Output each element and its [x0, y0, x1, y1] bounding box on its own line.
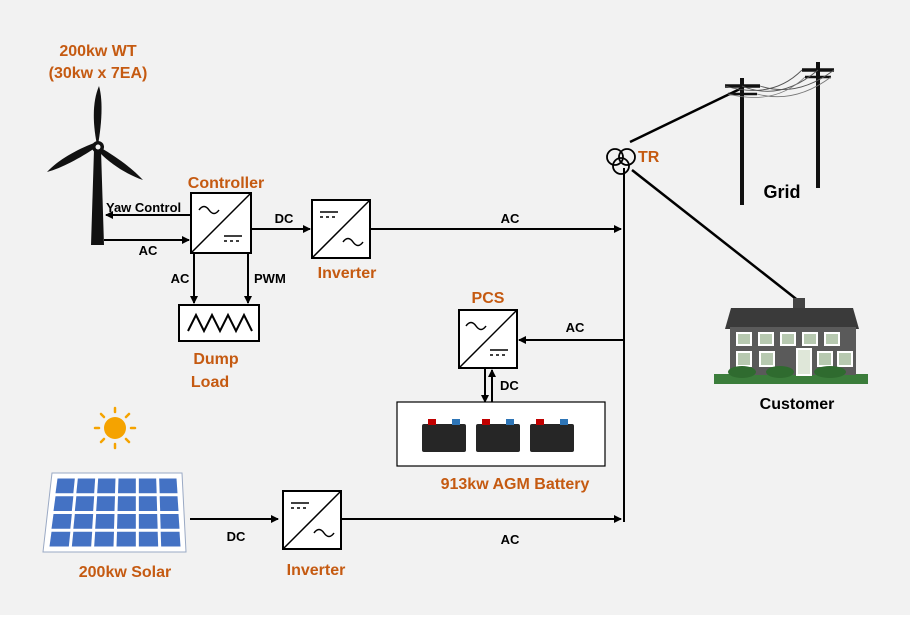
ac-inverter-top-bus-label: AC: [501, 211, 520, 226]
solar-cell: [160, 514, 180, 529]
dc-pcs-battery-label: DC: [500, 378, 519, 393]
solar-cell: [138, 478, 157, 494]
transformer-icon: [606, 148, 636, 175]
dump-load-label-line1: Dump: [193, 351, 239, 368]
solar-label: 200kw Solar: [79, 564, 172, 581]
tr-grid-line: [629, 86, 743, 144]
customer-label: Customer: [760, 396, 835, 413]
solar-cell: [138, 514, 158, 529]
solar-cell: [53, 496, 74, 511]
ac-inverter-bottom-bus-label: AC: [501, 532, 520, 547]
pcs-label: PCS: [472, 290, 505, 307]
wt-title: 200kw WT: [59, 43, 137, 60]
solar-cell: [95, 514, 115, 529]
inverter-top-block: [311, 199, 371, 259]
solar-cell: [76, 478, 96, 494]
tr-label: TR: [638, 149, 660, 166]
utility-pole-icon: [724, 62, 835, 205]
ac-controller-dump-label: AC: [171, 271, 190, 286]
controller-label: Controller: [188, 175, 264, 192]
solar-cell: [55, 478, 75, 494]
solar-cell: [138, 531, 159, 547]
wind-turbine-icon: [47, 86, 143, 245]
solar-cell: [117, 496, 136, 511]
inverter-top-label: Inverter: [318, 265, 377, 282]
solar-cell: [96, 496, 115, 511]
solar-cell: [71, 531, 93, 547]
solar-panel-icon: [42, 472, 187, 553]
battery-label: 913kw AGM Battery: [441, 476, 590, 493]
grid-label: Grid: [763, 182, 800, 202]
solar-cell: [159, 496, 179, 511]
solar-cell: [51, 514, 72, 529]
sun-icon: [93, 406, 137, 450]
controller-block: [190, 192, 252, 254]
solar-cell: [116, 531, 136, 547]
solar-cell: [97, 478, 116, 494]
wt-subtitle: (30kw x 7EA): [49, 65, 148, 82]
solar-cell: [73, 514, 94, 529]
dc-controller-inverter-label: DC: [275, 211, 294, 226]
yaw-control-label: Yaw Control: [106, 200, 181, 215]
solar-cell: [49, 531, 71, 547]
solar-cell: [117, 514, 136, 529]
pwm-label: PWM: [254, 271, 286, 286]
ac-wt-controller-label: AC: [139, 243, 158, 258]
solar-cell: [138, 496, 158, 511]
inverter-bottom-label: Inverter: [287, 562, 346, 579]
house-icon: [714, 298, 868, 384]
tr-customer-line: [631, 169, 801, 303]
inverter-bottom-block: [282, 490, 342, 550]
dc-solar-inverter-label: DC: [227, 529, 246, 544]
solar-cell: [74, 496, 95, 511]
solar-cell: [118, 478, 136, 494]
battery-icon: [422, 419, 574, 452]
solar-cell: [159, 478, 178, 494]
dump-load-label-line2: Load: [191, 374, 229, 391]
ac-bus-pcs-label: AC: [566, 320, 585, 335]
solar-cell: [160, 531, 181, 547]
dump-load-block: [178, 304, 260, 342]
solar-cell: [94, 531, 114, 547]
pcs-block: [458, 309, 518, 369]
